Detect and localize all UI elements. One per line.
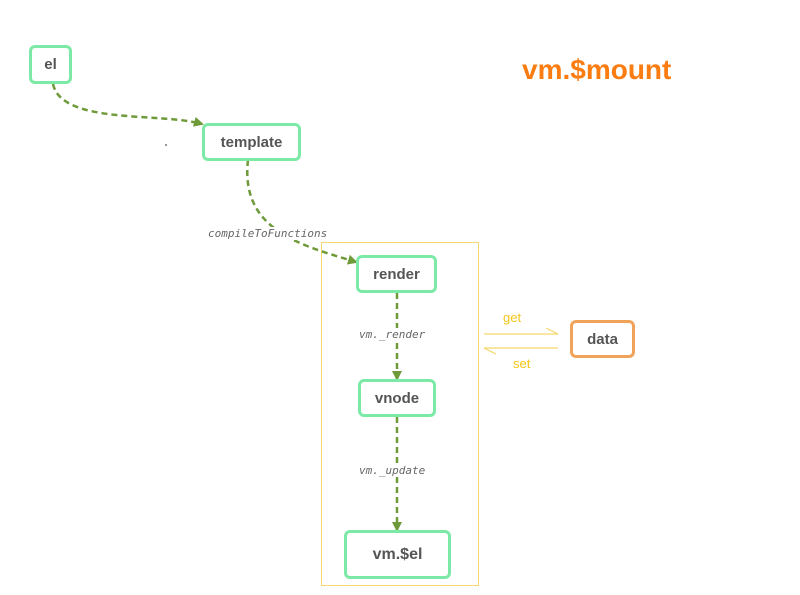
node-template: template: [202, 123, 301, 161]
node-render: render: [356, 255, 437, 293]
edge-template-render: [246, 159, 358, 265]
label-vm-update: vm._update: [359, 464, 426, 477]
edge-el-template: [51, 83, 204, 127]
node-vnode: vnode: [358, 379, 436, 417]
label-vm-render: vm._render: [359, 328, 426, 341]
diagram-title: vm.$mount: [522, 54, 672, 85]
node-vm-el: vm.$el: [344, 530, 451, 579]
label-set: set: [513, 356, 531, 371]
label-compile-to-functions: compileToFunctions: [208, 227, 328, 240]
mount-process-frame: [321, 242, 479, 586]
stray-dot: [165, 144, 167, 146]
node-el: el: [29, 45, 72, 84]
node-data: data: [570, 320, 635, 358]
get-arrow: [484, 327, 559, 335]
label-get: get: [503, 310, 522, 325]
set-arrow: [483, 347, 558, 355]
